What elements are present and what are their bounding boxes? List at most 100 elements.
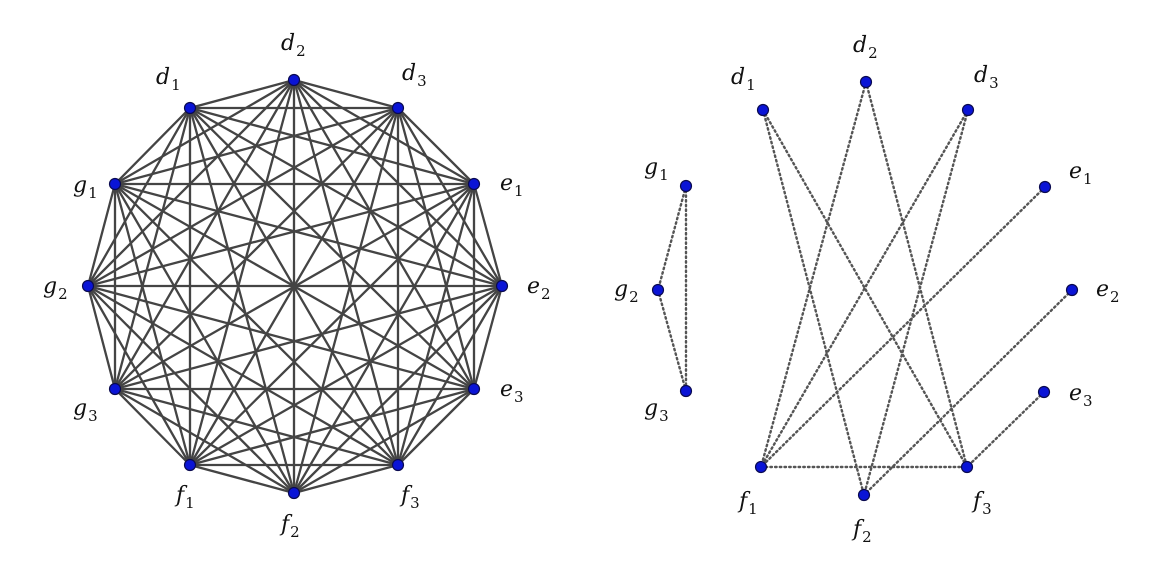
edge-d1-d2 (188, 78, 296, 110)
edge-f2-g1 (113, 182, 296, 495)
label-g2: g2 (614, 277, 639, 306)
edge-g2-g3 (86, 284, 117, 391)
edge-f3-g1 (113, 182, 400, 467)
edge-d3-g1 (113, 106, 400, 186)
vertex-d3 (961, 103, 975, 117)
edge-f1-g2 (86, 284, 192, 467)
vertex-d2 (859, 75, 873, 89)
label-g3: g3 (73, 396, 98, 425)
edge-d2-f3 (864, 80, 969, 469)
vertex-d1 (756, 103, 770, 117)
edge-e2-f2 (862, 288, 1074, 497)
edge-e3-g1 (113, 182, 476, 391)
vertex-g1 (679, 179, 693, 193)
vertex-e3 (1037, 385, 1051, 399)
vertex-g2 (651, 283, 665, 297)
edge-e2-e3 (472, 284, 504, 391)
complete-graph-labels: d1 d2 d3 e1 e2 e3 f1 f2 f3 g1 g2 g3 (43, 31, 551, 541)
edge-f3-g2 (86, 284, 400, 467)
edge-e1-g2 (86, 182, 476, 288)
vertex-d3 (391, 101, 405, 115)
edge-d1-f2 (761, 108, 866, 497)
edge-g1-g2 (656, 184, 688, 292)
label-g1: g1 (644, 155, 669, 184)
vertex-e2 (1065, 283, 1079, 297)
vertex-g3 (679, 384, 693, 398)
label-e2: e2 (527, 274, 551, 303)
edge-e3-f2 (292, 387, 476, 495)
edge-d1-e3 (188, 106, 476, 391)
label-d1: d1 (156, 65, 181, 94)
vertex-f1 (183, 458, 197, 472)
edge-g2-g3 (656, 288, 688, 393)
edge-e1-f1 (759, 185, 1047, 469)
label-d1: d1 (731, 65, 756, 94)
label-f1: f1 (737, 489, 758, 518)
vertex-d1 (183, 101, 197, 115)
label-f3: f3 (971, 489, 992, 518)
vertex-e1 (1038, 180, 1052, 194)
label-g2: g2 (43, 274, 68, 303)
edge-e2-g3 (113, 284, 504, 391)
edge-e3-f3 (396, 387, 476, 467)
edge-d2-f1 (188, 78, 296, 467)
label-f3: f3 (399, 483, 420, 512)
complement-graph: d1 d2 d3 e1 e2 e3 f1 f2 f3 g1 g2 g3 (614, 33, 1120, 546)
label-d3: d3 (402, 61, 427, 90)
vertex-g2 (81, 279, 95, 293)
edge-d3-e1 (396, 106, 476, 186)
label-g3: g3 (644, 396, 669, 425)
complete-graph-edges (86, 78, 504, 495)
label-g1: g1 (73, 173, 98, 202)
edge-f2-g3 (113, 387, 296, 495)
edge-d2-g1 (113, 78, 296, 186)
label-e1: e1 (1069, 159, 1093, 188)
label-f2: f2 (851, 517, 872, 546)
edge-d3-f2 (292, 106, 400, 495)
label-d2: d2 (853, 33, 878, 62)
edge-e2-g1 (113, 182, 504, 288)
label-e1: e1 (500, 171, 524, 200)
edge-d3-g3 (113, 106, 400, 391)
edge-e1-f1 (188, 182, 476, 467)
edge-d2-d3 (292, 78, 400, 110)
edge-f1-f2 (188, 463, 296, 495)
edge-e2-f1 (188, 284, 504, 467)
edge-d1-f2 (188, 106, 296, 495)
label-e2: e2 (1096, 277, 1120, 306)
complete-graph: d1 d2 d3 e1 e2 e3 f1 f2 f3 g1 g2 g3 (43, 31, 551, 541)
vertex-e2 (495, 279, 509, 293)
vertex-e1 (467, 177, 481, 191)
edge-e3-f3 (965, 390, 1046, 469)
label-d2: d2 (281, 31, 306, 60)
vertex-d2 (287, 73, 301, 87)
label-e3: e3 (1069, 381, 1093, 410)
label-d3: d3 (974, 63, 999, 92)
edge-f3-g3 (113, 387, 400, 467)
complete-graph-vertices (81, 73, 509, 500)
edge-f2-f3 (292, 463, 400, 495)
edge-d2-f3 (292, 78, 400, 467)
vertex-f3 (960, 460, 974, 474)
label-f2: f2 (279, 512, 300, 541)
complement-graph-edges (656, 80, 1074, 497)
label-f1: f1 (174, 483, 195, 512)
edge-e3-g2 (86, 284, 476, 391)
edge-d2-f1 (759, 80, 868, 469)
vertex-f1 (754, 460, 768, 474)
edge-f1-g3 (113, 387, 192, 467)
edge-g1-g2 (86, 182, 117, 288)
edge-f2-g2 (86, 284, 296, 495)
label-e3: e3 (500, 377, 524, 406)
edge-d3-f2 (862, 108, 970, 497)
vertex-g3 (108, 382, 122, 396)
edge-e1-e2 (472, 182, 504, 288)
vertex-f3 (391, 458, 405, 472)
edge-d3-f1 (759, 108, 970, 469)
edge-d1-f3 (761, 108, 969, 469)
vertex-f2 (287, 486, 301, 500)
vertex-f2 (857, 488, 871, 502)
edge-d3-g2 (86, 106, 400, 288)
vertex-g1 (108, 177, 122, 191)
